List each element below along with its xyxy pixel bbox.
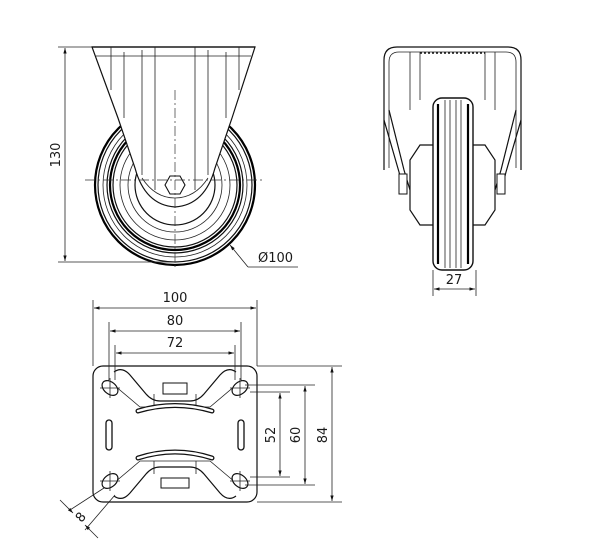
side-view: 27 [383, 46, 522, 296]
plate-width-dimension: 100 [92, 291, 258, 366]
plate-view: 100 80 72 52 60 [59, 291, 342, 539]
hole-spacing-y-dimension: 60 [245, 384, 315, 486]
plate-length-label: 84 [316, 427, 331, 444]
wheel-width-label: 27 [446, 273, 463, 288]
mounting-holes [100, 378, 250, 491]
hole-spacing-x-min-dimension: 72 [114, 336, 236, 380]
hole-spacing-y-label: 60 [289, 427, 304, 444]
hole-spacing-y-min-dimension: 52 [250, 391, 290, 478]
bottom-nut-icon [160, 477, 190, 489]
height-label: 130 [49, 143, 64, 168]
hole-spacing-x-min-label: 72 [167, 336, 184, 351]
top-nut-icon [162, 382, 188, 395]
height-dimension: 130 [49, 46, 175, 263]
hole-size-dimension: 8 [59, 487, 116, 539]
axle-bolt-right-icon [496, 173, 506, 195]
wheel-side [432, 97, 474, 271]
plate-length-dimension: 84 [257, 365, 342, 503]
wheel-width-dimension: 27 [432, 270, 477, 296]
hole-spacing-y-min-label: 52 [264, 427, 279, 444]
hole-spacing-x-label: 80 [167, 314, 184, 329]
diameter-label: Ø100 [258, 251, 293, 266]
diameter-dimension: Ø100 [229, 244, 298, 268]
hole-size-label: 8 [73, 510, 90, 526]
plate-width-label: 100 [163, 291, 188, 306]
mounting-plate [92, 365, 258, 503]
hole-spacing-x-dimension: 80 [108, 314, 242, 380]
front-view: 130 Ø100 [49, 46, 298, 268]
axle-bolt-left-icon [398, 173, 408, 195]
